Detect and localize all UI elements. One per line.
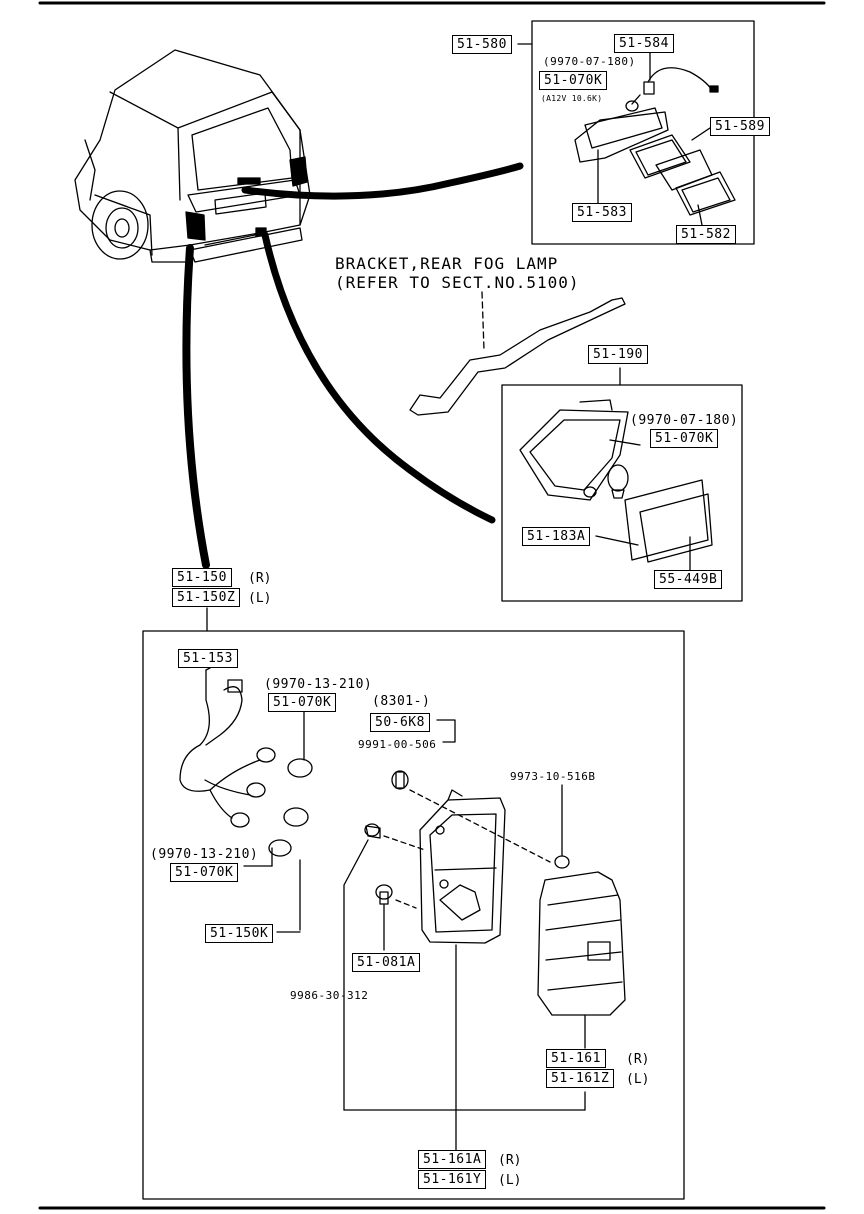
- lamp-lens: [537, 871, 626, 1016]
- part-51-161: 51-161: [546, 1049, 606, 1068]
- part-51-582: 51-582: [676, 225, 736, 244]
- part-51-583: 51-583: [572, 203, 632, 222]
- part-9970-13-210-top: (9970-13-210): [264, 677, 373, 692]
- spare-wheel: [91, 190, 149, 260]
- suffix-left-51-161Y: (L): [498, 1173, 522, 1188]
- bracket-label-line2: (REFER TO SECT.NO.5100): [335, 273, 580, 292]
- part-51-150Z: 51-150Z: [172, 588, 241, 607]
- bulb-3: [268, 839, 292, 857]
- bracket-rear-fog-lamp: [409, 297, 626, 416]
- part-9973-10-516B: 9973-10-516B: [510, 770, 596, 783]
- bracket-label-line1: BRACKET,REAR FOG LAMP: [335, 254, 559, 273]
- vehicle-sketch: [74, 49, 311, 263]
- suffix-left-51-150Z: (L): [248, 591, 272, 606]
- part-9991-00-506: 9991-00-506: [358, 738, 437, 751]
- part-51-153: 51-153: [178, 649, 238, 668]
- part-51-150K: 51-150K: [205, 924, 274, 943]
- part-51-589: 51-589: [710, 117, 770, 136]
- leader-to-combination-lamp: [182, 244, 210, 569]
- leader-to-fog-lamp: [261, 231, 496, 524]
- part-9970-13-210-bottom: (9970-13-210): [150, 847, 259, 862]
- lamp-housing: [419, 797, 506, 944]
- part-8301-serial: (8301-): [372, 694, 431, 709]
- part-51-580: 51-580: [452, 35, 512, 54]
- part-51-584: 51-584: [614, 34, 674, 53]
- part-9970-07-180-fog: (9970-07-180): [630, 413, 739, 428]
- part-51-183A: 51-183A: [522, 527, 591, 546]
- part-51-070K-license: 51-070K: [539, 71, 608, 90]
- bulb-2: [283, 807, 309, 827]
- part-55-449B: 55-449B: [654, 570, 723, 589]
- suffix-right-51-161A: (R): [498, 1153, 522, 1168]
- part-9986-30-312: 9986-30-312: [290, 989, 369, 1002]
- leader-to-license-lamp: [241, 162, 524, 200]
- part-9970-07-180-license: (9970-07-180): [543, 55, 636, 68]
- suffix-left-51-161Z: (L): [626, 1072, 650, 1087]
- part-51-070K-fog: 51-070K: [650, 429, 719, 448]
- part-51-161A: 51-161A: [418, 1150, 487, 1169]
- part-50-6K8: 50-6K8: [370, 713, 430, 732]
- combination-lamp-frame: [142, 630, 685, 1200]
- part-51-081A: 51-081A: [352, 953, 421, 972]
- part-51-190: 51-190: [588, 345, 648, 364]
- suffix-right-51-150: (R): [248, 571, 272, 586]
- part-51-070K-bottom: 51-070K: [170, 863, 239, 882]
- wiring-harness: [179, 669, 261, 792]
- fog-lamp-frame: [501, 384, 743, 602]
- part-51-161Y: 51-161Y: [418, 1170, 487, 1189]
- part-51-070K-top: 51-070K: [268, 693, 337, 712]
- bulb-rating-note: (A12V 10.6K): [541, 94, 603, 103]
- suffix-right-51-161: (R): [626, 1052, 650, 1067]
- part-51-150: 51-150: [172, 568, 232, 587]
- bulb-1: [287, 758, 313, 778]
- part-51-161Z: 51-161Z: [546, 1069, 615, 1088]
